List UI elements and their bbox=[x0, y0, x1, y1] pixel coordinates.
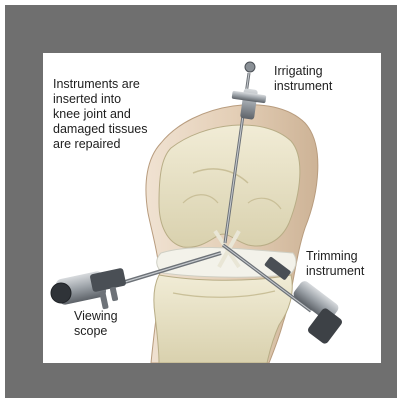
viewing-scope-label: Viewing scope bbox=[74, 309, 144, 339]
procedure-description: Instruments are inserted into knee joint… bbox=[53, 77, 193, 152]
image-frame: Instruments are inserted into knee joint… bbox=[5, 5, 397, 398]
irrigating-instrument-label: Irrigating instrument bbox=[274, 64, 374, 94]
trimming-instrument-label: Trimming instrument bbox=[306, 249, 381, 279]
illustration-panel: Instruments are inserted into knee joint… bbox=[43, 53, 381, 363]
